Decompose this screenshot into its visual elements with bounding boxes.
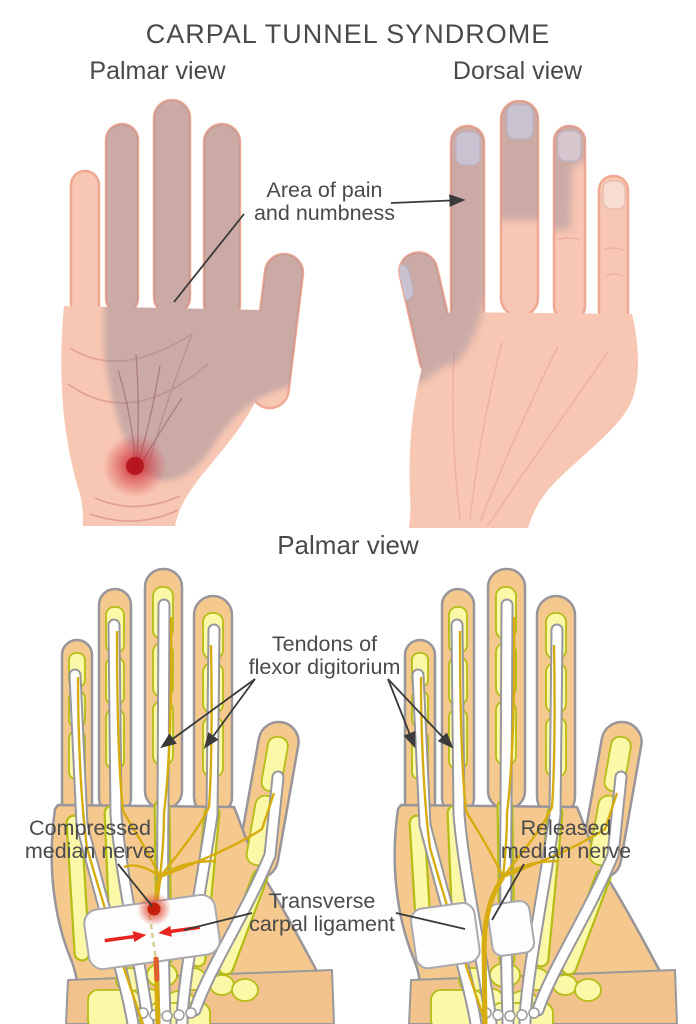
label-area-of-pain: Area of pain and numbness [237, 178, 412, 226]
label-palmar-view-top: Palmar view [89, 57, 226, 85]
dorsal-tendon-lines [452, 237, 625, 526]
area-pain-line1: Area of pain [266, 178, 383, 202]
area-pain-line2: and numbness [253, 201, 396, 226]
compressed-line2: median nerve [24, 839, 156, 864]
ligament-line2: carpal ligament [249, 912, 395, 937]
compressed-nerve-hand-diagram [50, 567, 335, 1024]
label-compressed-median-nerve: Compressed median nerve [5, 816, 175, 864]
area-of-numbness-overlay [104, 100, 306, 481]
pain-spot-core [126, 457, 144, 475]
tendons-line2: flexor digitorium [248, 655, 401, 680]
released-line2: median nerve [500, 839, 632, 864]
dorsal-view-hand-illustration [395, 100, 639, 528]
label-dorsal-view-top: Dorsal view [452, 57, 583, 85]
label-palmar-view-bottom: Palmar view [277, 530, 419, 560]
label-released-median-nerve: Released median nerve [481, 816, 651, 864]
tendon-cross-sections [137, 1007, 197, 1022]
nerve-irritated-segment [153, 956, 160, 982]
tendons-line1: Tendons of [271, 632, 378, 656]
ligament-line1: Transverse [268, 889, 376, 913]
label-tendons: Tendons of flexor digitorium [237, 632, 412, 680]
page-title: CARPAL TUNNEL SYNDROME [145, 19, 551, 49]
compression-spot-core [147, 902, 161, 916]
palmar-view-hand-illustration [61, 98, 306, 526]
released-nerve-hand-diagram [393, 567, 678, 1024]
label-transverse-carpal-ligament: Transverse carpal ligament [237, 889, 407, 937]
compressed-line1: Compressed [29, 816, 151, 840]
released-line1: Released [520, 816, 612, 840]
